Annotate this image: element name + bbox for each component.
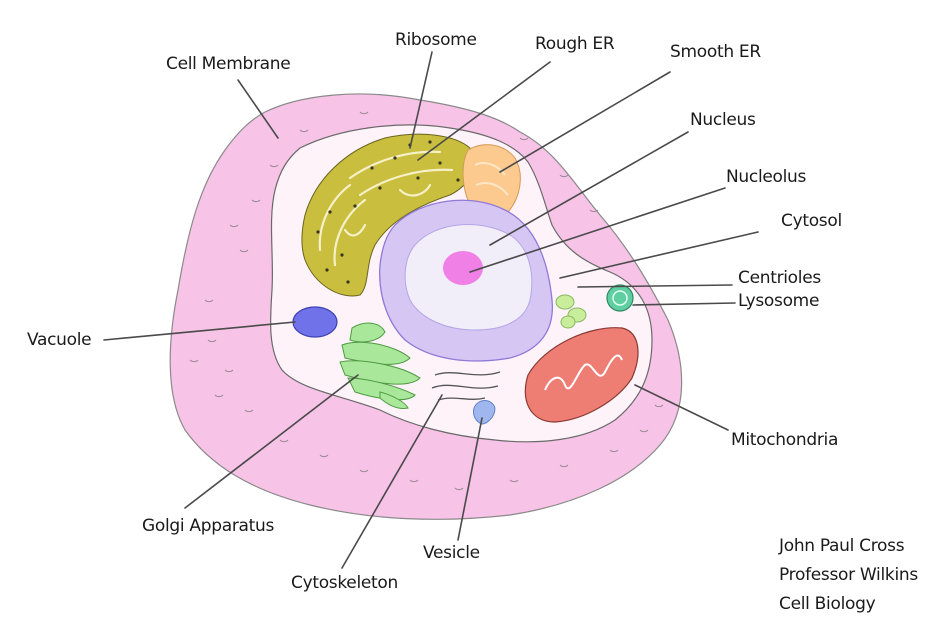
credit-author: John Paul Cross xyxy=(779,536,905,556)
centrioles-shape xyxy=(555,294,587,329)
leader-rough-er xyxy=(417,61,551,161)
label-centrioles: Centrioles xyxy=(738,268,821,288)
leader-lysosome xyxy=(632,302,736,306)
nucleolus-shape xyxy=(443,251,483,285)
label-ribosome: Ribosome xyxy=(395,30,477,50)
lysosome-shape xyxy=(606,284,634,312)
label-golgi-apparatus: Golgi Apparatus xyxy=(142,516,275,536)
leader-centrioles xyxy=(577,284,733,288)
leader-nucleus xyxy=(489,131,689,246)
leader-cytoskeleton xyxy=(341,394,443,569)
credit-instructor: Professor Wilkins xyxy=(779,565,918,585)
leader-mitochondria xyxy=(634,384,729,431)
ribosome-dots xyxy=(316,140,460,284)
label-smooth-er: Smooth ER xyxy=(670,42,761,62)
label-cytoskeleton: Cytoskeleton xyxy=(291,573,398,593)
mitochondria-shape xyxy=(524,327,639,423)
leader-cytosol xyxy=(559,231,759,279)
rough-er-folds xyxy=(318,150,454,267)
leader-smooth-er xyxy=(499,71,671,173)
label-lysosome: Lysosome xyxy=(738,291,820,311)
label-vesicle: Vesicle xyxy=(423,543,480,563)
leader-vacuole xyxy=(103,321,296,341)
vesicle-shape xyxy=(473,400,496,425)
leader-ribosome xyxy=(409,51,433,149)
label-mitochondria: Mitochondria xyxy=(731,430,839,450)
leader-cell-membrane xyxy=(237,79,279,139)
leader-vesicle xyxy=(457,417,483,541)
label-nucleolus: Nucleolus xyxy=(726,167,807,187)
leader-nucleolus xyxy=(469,187,726,273)
rough-er-shape xyxy=(301,133,475,297)
label-rough-er: Rough ER xyxy=(535,34,615,54)
golgi-apparatus-shape xyxy=(339,322,421,409)
lysosome-inner xyxy=(612,290,628,306)
leader-golgi xyxy=(184,374,359,509)
vacuole-shape xyxy=(292,306,338,338)
label-cytosol: Cytosol xyxy=(781,211,842,231)
credit-course: Cell Biology xyxy=(779,594,876,614)
mitochondria-cristae xyxy=(544,354,623,391)
smooth-er-folds xyxy=(474,162,509,196)
label-vacuole: Vacuole xyxy=(27,330,92,350)
leader-lines xyxy=(103,51,759,569)
cytoskeleton-lines xyxy=(431,371,501,401)
membrane-dimples xyxy=(189,111,664,491)
label-cell-membrane: Cell Membrane xyxy=(166,54,291,74)
label-nucleus: Nucleus xyxy=(690,110,756,130)
